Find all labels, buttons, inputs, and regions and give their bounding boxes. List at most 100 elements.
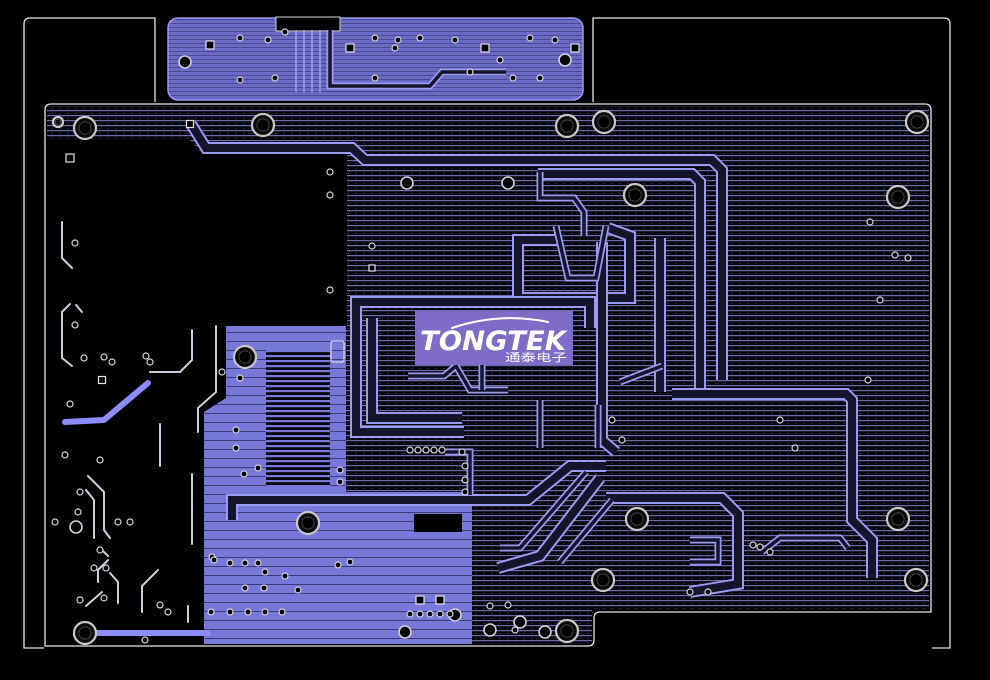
- via: [336, 466, 344, 474]
- via: [461, 476, 469, 484]
- copper-pours: [47, 106, 929, 644]
- via: [406, 446, 414, 454]
- via: [90, 564, 98, 572]
- via: [271, 74, 279, 82]
- via: [51, 518, 59, 526]
- square-pad: [435, 595, 445, 605]
- square-pad: [185, 119, 195, 129]
- via: [766, 548, 774, 556]
- silk-trace: [61, 221, 73, 269]
- via: [278, 608, 286, 616]
- via: [749, 541, 757, 549]
- silk-trace: [141, 569, 159, 613]
- mounting-hole-drill: [78, 121, 92, 135]
- trace-core: [187, 121, 726, 380]
- mounting-hole-drill: [909, 573, 923, 587]
- via: [866, 218, 874, 226]
- via: [466, 68, 474, 76]
- square-pad: [345, 43, 355, 53]
- round-pad: [558, 53, 572, 67]
- mounting-hole-drill: [910, 115, 924, 129]
- highlighted-trace: [62, 380, 151, 425]
- via: [114, 518, 122, 526]
- via: [416, 610, 424, 618]
- via: [281, 28, 289, 36]
- connector-tab: [167, 16, 584, 101]
- via: [536, 74, 544, 82]
- round-pad: [398, 625, 412, 639]
- via: [414, 446, 422, 454]
- mounting-hole-drill: [256, 118, 270, 132]
- via: [891, 251, 899, 259]
- silk-trace: [87, 475, 111, 539]
- trace-core: [496, 475, 604, 572]
- square-pad: [415, 595, 425, 605]
- via: [236, 34, 244, 42]
- trace-core: [554, 225, 608, 280]
- logo-chinese-name: 通泰电子: [505, 350, 567, 364]
- square-pad: [97, 375, 107, 385]
- via: [232, 426, 240, 434]
- mounting-hole-drill: [78, 626, 92, 640]
- round-pad: [513, 615, 527, 629]
- silk-trace: [75, 304, 83, 313]
- via: [686, 588, 694, 596]
- via: [461, 462, 469, 470]
- silk-trace: [61, 303, 73, 367]
- via: [371, 34, 379, 42]
- round-pad: [501, 176, 515, 190]
- trace-core: [445, 450, 472, 495]
- mounting-hole-drill: [238, 350, 252, 364]
- via: [96, 456, 104, 464]
- trace-core: [558, 498, 614, 564]
- silk-trace: [85, 591, 103, 607]
- via: [100, 353, 108, 361]
- round-pad: [400, 176, 414, 190]
- connector-cutout: [275, 16, 341, 32]
- square-pad: [570, 43, 580, 53]
- via: [904, 254, 912, 262]
- via: [226, 559, 234, 567]
- via: [551, 36, 559, 44]
- square-pad: [368, 264, 376, 272]
- via: [608, 416, 616, 424]
- via: [76, 596, 84, 604]
- trace-core: [538, 172, 586, 236]
- via: [486, 602, 494, 610]
- via: [244, 608, 252, 616]
- mounting-hole-drill: [597, 115, 611, 129]
- silk-trace: [97, 559, 109, 583]
- silk-trace: [197, 325, 217, 433]
- via: [66, 400, 74, 408]
- mounting-hole-drill: [891, 190, 905, 204]
- via: [430, 446, 438, 454]
- via: [704, 588, 712, 596]
- via: [254, 559, 262, 567]
- via: [260, 584, 268, 592]
- round-pad: [178, 55, 192, 69]
- striped-copper-block: [266, 350, 330, 486]
- copper-traces: [185, 120, 878, 598]
- mounting-hole-drill: [596, 573, 610, 587]
- hatched-ground-pour: [47, 106, 929, 644]
- via: [210, 556, 218, 564]
- trace-core: [352, 298, 594, 436]
- trace-core: [606, 494, 742, 596]
- via: [71, 321, 79, 329]
- square-pad: [205, 40, 215, 50]
- round-pad: [538, 625, 552, 639]
- logo-brand-text: TONGTEK: [420, 326, 568, 357]
- trace-core: [672, 390, 876, 578]
- via: [226, 608, 234, 616]
- via: [496, 56, 504, 64]
- via: [416, 34, 424, 42]
- mounting-hole-drill: [891, 512, 905, 526]
- via: [526, 34, 534, 42]
- via: [504, 601, 512, 609]
- via: [261, 608, 269, 616]
- silk-trace: [149, 329, 193, 373]
- via: [509, 74, 517, 82]
- trace-core: [538, 170, 704, 392]
